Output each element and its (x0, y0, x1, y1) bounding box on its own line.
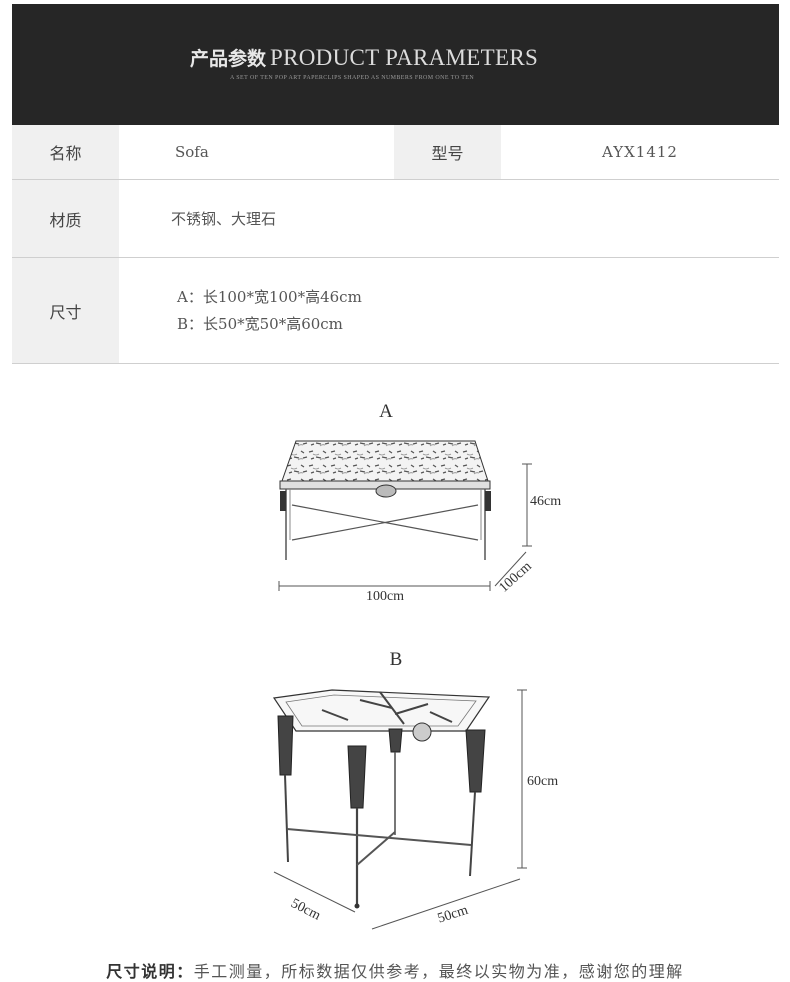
drawing-a-height: 46cm (530, 494, 561, 509)
size-values: A：长100*宽100*高46cm B：长50*宽50*高60cm (177, 258, 677, 363)
name-label: 名称 (12, 125, 119, 179)
header-title-cn: 产品参数 (190, 48, 267, 70)
material-label: 材质 (12, 180, 119, 257)
size-a: A：长100*宽100*高46cm (177, 287, 362, 306)
model-label: 型号 (394, 125, 501, 179)
drawing-b-depth: 50cm (288, 896, 323, 924)
header-subtitle: A SET OF TEN POP ART PAPERCLIPS SHAPED A… (230, 75, 475, 81)
dimension-lines-a (278, 463, 532, 591)
drawing-b-width: 50cm (436, 903, 470, 927)
header-title-en: PRODUCT PARAMETERS (270, 45, 539, 70)
row-name-model: 名称 Sofa 型号 AYX1412 (12, 125, 779, 180)
size-note-label: 尺寸说明： (106, 962, 194, 981)
model-value: AYX1412 (602, 143, 678, 161)
drawing-b-label: B (390, 649, 403, 670)
size-note: 尺寸说明：手工测量，所标数据仅供参考，最终以实物为准，感谢您的理解 (0, 958, 790, 982)
coffee-table-a (279, 440, 491, 560)
drawing-a-label: A (379, 401, 393, 422)
size-note-text: 手工测量，所标数据仅供参考，最终以实物为准，感谢您的理解 (193, 962, 684, 981)
drawing-b-height: 60cm (527, 774, 558, 789)
side-table-b (272, 689, 491, 909)
material-value: 不锈钢、大理石 (171, 210, 277, 228)
drawing-a-width: 100cm (366, 589, 404, 604)
name-value: Sofa (175, 143, 209, 161)
row-material: 材质 不锈钢、大理石 (12, 180, 779, 258)
row-size: 尺寸 A：长100*宽100*高46cm B：长50*宽50*高60cm (12, 258, 779, 364)
size-label: 尺寸 (12, 258, 119, 363)
size-b: B：长50*宽50*高60cm (177, 314, 343, 333)
dimension-lines-b (273, 689, 527, 930)
